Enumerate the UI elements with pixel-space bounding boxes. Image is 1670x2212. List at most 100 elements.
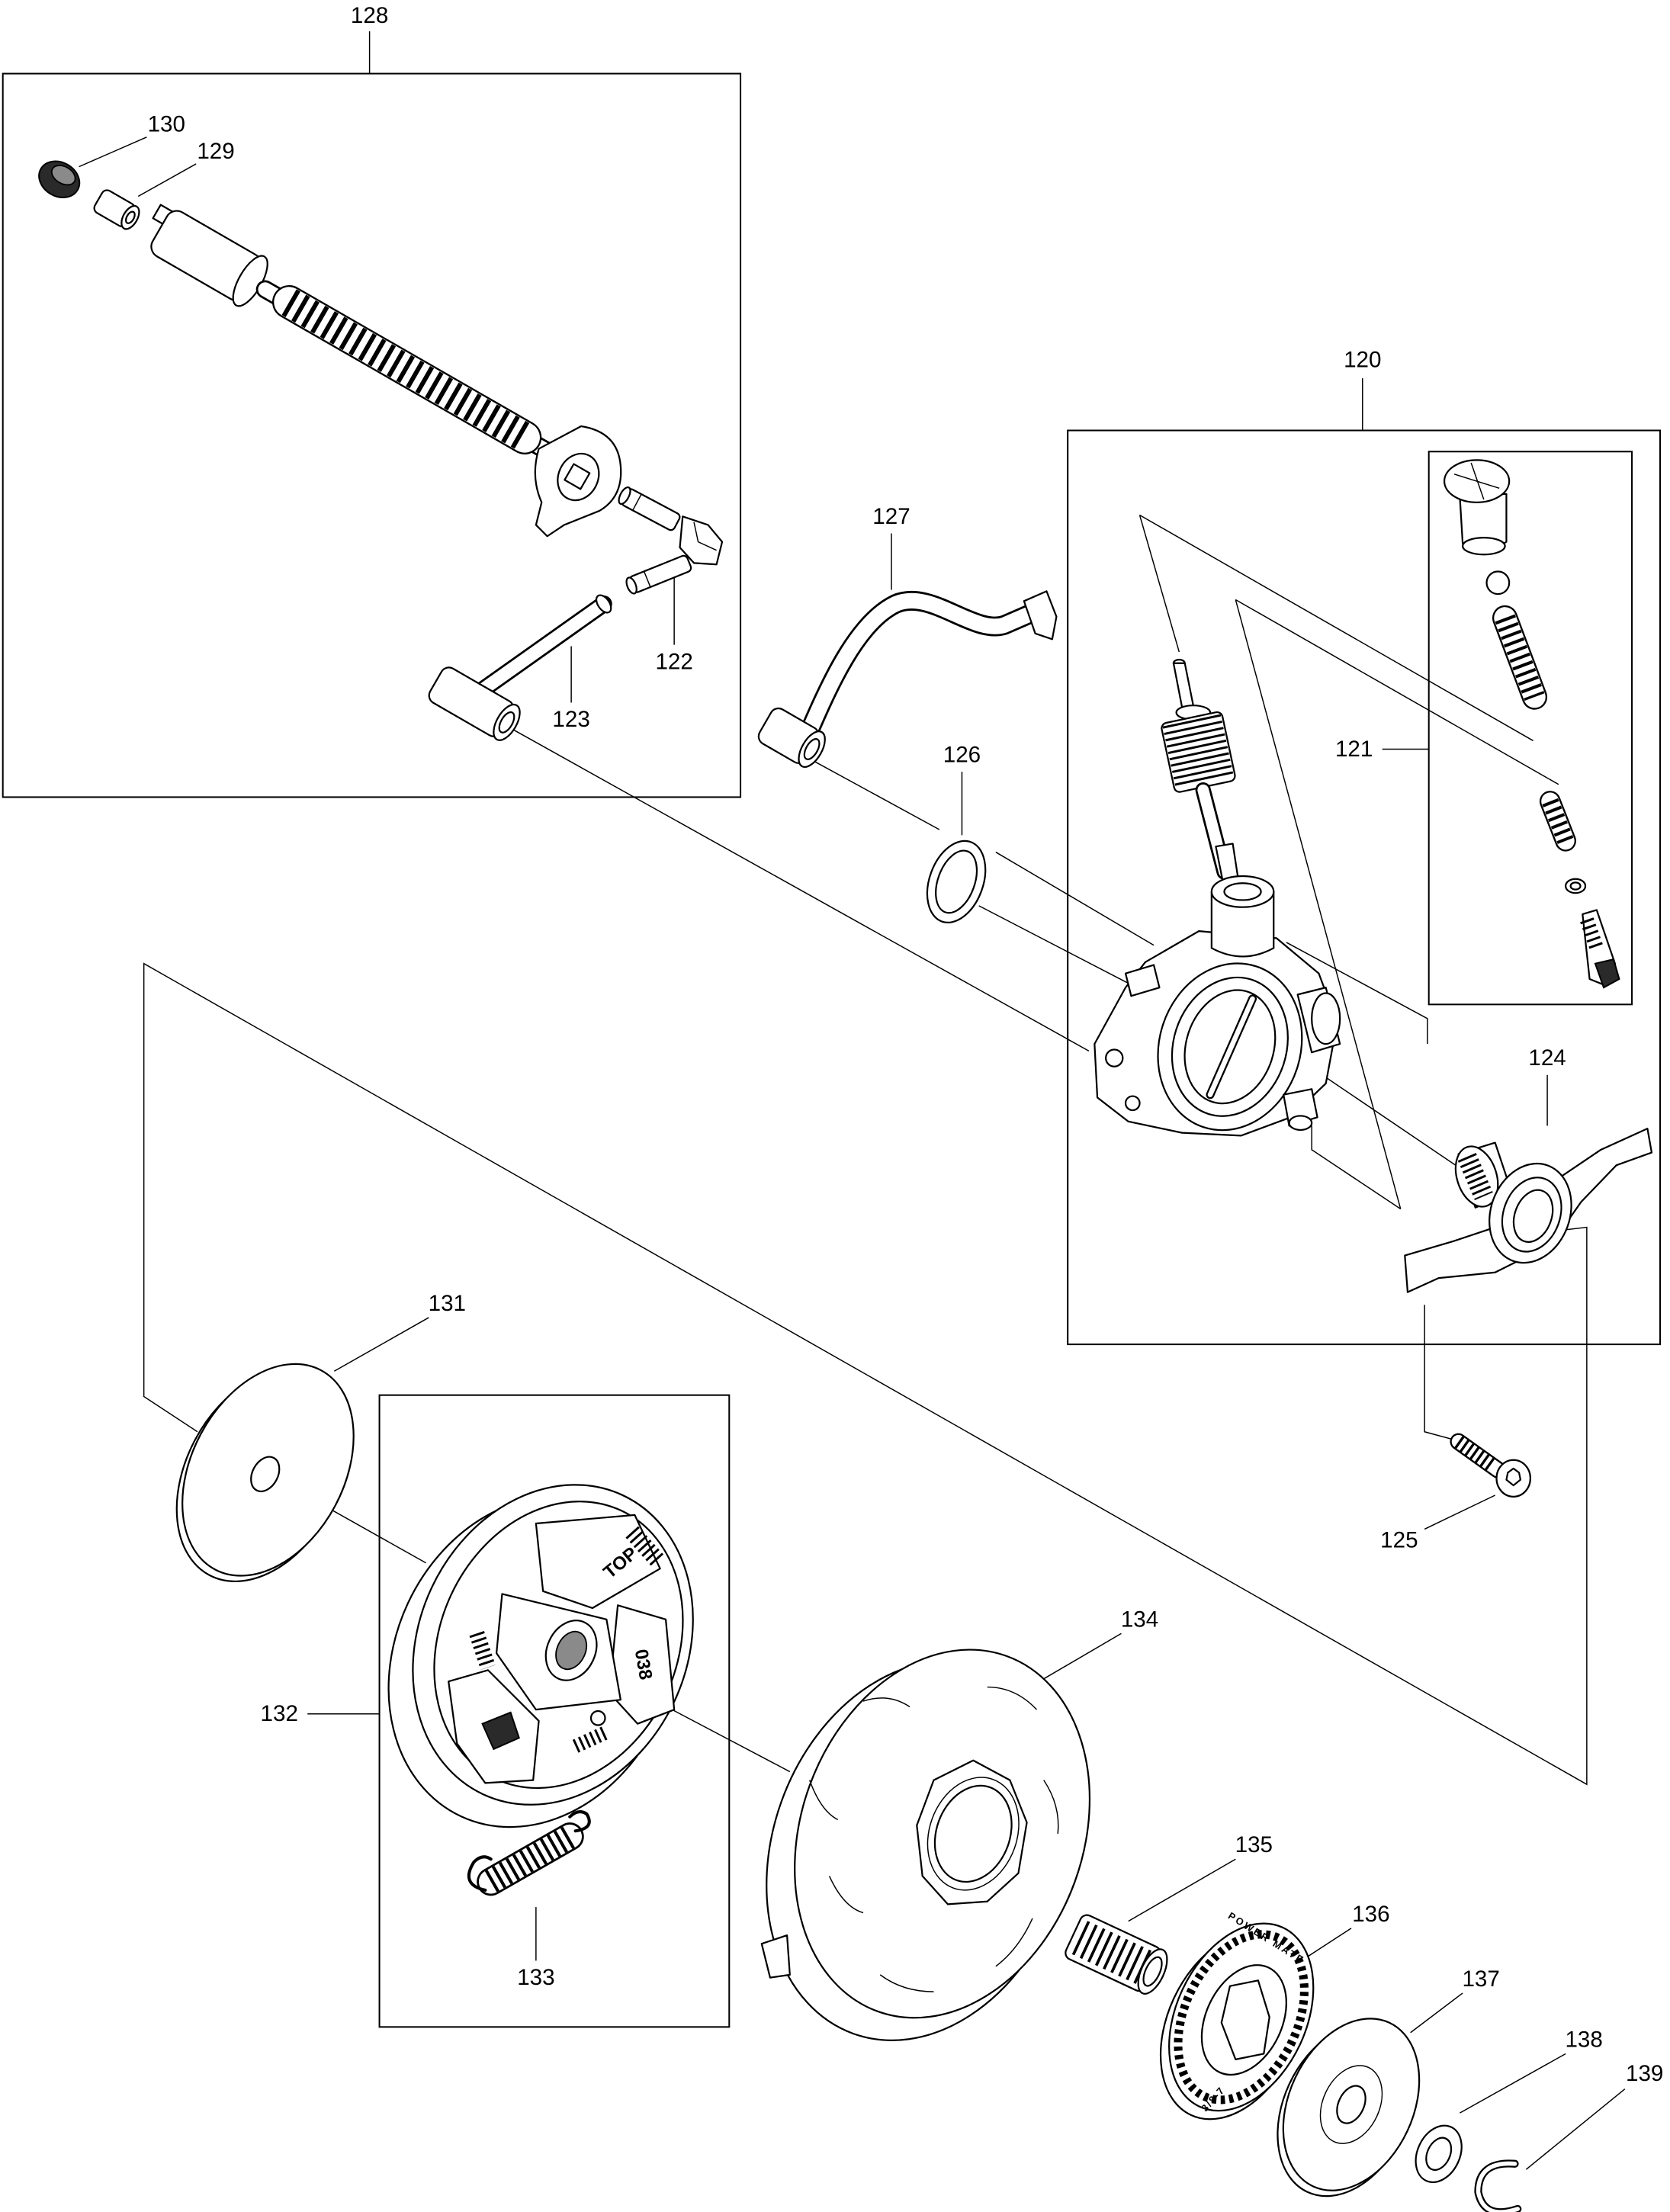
bore-slot — [1207, 996, 1255, 1097]
flange-square-hole — [564, 463, 591, 490]
callout-131: 131 — [429, 1291, 466, 1316]
leader-129 — [137, 163, 197, 197]
part-129-bushing — [93, 189, 140, 230]
callout-labels: 128 130 129 122 123 127 126 120 121 124 … — [148, 3, 1664, 2086]
rim-teeth — [1174, 1930, 1309, 2104]
connector-hole — [803, 738, 821, 760]
pipe-127-tab — [1023, 590, 1058, 640]
assembly-line — [143, 962, 1588, 1786]
pipe-end — [595, 594, 612, 614]
fitting-elbow — [679, 515, 724, 566]
group-box-121 — [1428, 451, 1633, 1006]
plunger-body — [150, 204, 268, 307]
screw-torx-recess — [1505, 1467, 1522, 1487]
clutch-spring-coils — [625, 1526, 664, 1566]
callout-135: 135 — [1235, 1832, 1273, 1857]
drum-swoosh — [995, 1918, 1033, 1967]
callout-123: 123 — [552, 707, 589, 732]
part-124-oil-deflector — [1404, 1127, 1653, 1293]
part-123-oil-pipe — [428, 594, 612, 741]
callout-137: 137 — [1462, 1966, 1499, 1992]
small-washer-hole — [1425, 2137, 1453, 2171]
side-boss-face — [1311, 992, 1341, 1045]
valve-hex — [1594, 958, 1620, 989]
drum-swoosh — [879, 1974, 934, 1992]
part-132-clutch: TOP 038 — [387, 1484, 694, 1828]
callout-124: 124 — [1528, 1045, 1566, 1071]
callout-121: 121 — [1335, 737, 1373, 762]
assembly-line — [1286, 942, 1428, 1045]
part-139-e-clip — [1474, 2159, 1522, 2212]
assembly-line — [507, 726, 1090, 1052]
drum-swoosh — [1043, 1780, 1059, 1834]
assembly-line — [1311, 1125, 1402, 1210]
assembly-line — [995, 851, 1155, 946]
shoe-mark-icon — [481, 1711, 520, 1751]
clutch-rivet — [589, 1710, 606, 1726]
drum-hub-ring — [927, 1777, 1020, 1891]
spring-coils — [1495, 614, 1545, 701]
group-box-132 — [378, 1394, 731, 2028]
bearing-needles — [1071, 1921, 1155, 1986]
drum-tab — [760, 1934, 791, 1979]
leader-138 — [1460, 2053, 1566, 2114]
part-134-clutch-drum — [760, 1649, 1091, 2041]
fitting-lower-nipple — [625, 554, 692, 595]
callout-125: 125 — [1380, 1528, 1418, 1553]
disc-hole — [250, 1456, 281, 1492]
small-spring-body — [1541, 792, 1575, 850]
assembly-line — [978, 905, 1129, 984]
housing-nozzle — [1283, 1088, 1318, 1127]
oil-pump-plunger — [150, 204, 622, 538]
gear-teeth — [1162, 714, 1235, 791]
part-122-fitting — [618, 486, 724, 595]
assembly-lines — [143, 514, 1588, 1786]
assembly-line — [1235, 599, 1559, 785]
fitting-ring — [632, 493, 642, 511]
bushing-bore — [125, 210, 136, 224]
check-ball — [1485, 570, 1511, 596]
callout-128: 128 — [351, 3, 388, 28]
mount-hole — [1105, 1048, 1124, 1067]
callout-132: 132 — [261, 1701, 298, 1726]
callout-134: 134 — [1121, 1607, 1158, 1632]
leader-137 — [1410, 1992, 1463, 2034]
cap-inner — [50, 165, 76, 186]
drum-swoosh — [828, 1876, 864, 1914]
fitting-elbow-edge — [693, 522, 717, 551]
bearing-bore — [1142, 1956, 1163, 1987]
clutch-hub-bore — [555, 1630, 588, 1671]
boss-threads — [1457, 1152, 1493, 1200]
o-ring-hole — [1569, 881, 1582, 891]
part-126-seal-ring — [926, 840, 987, 924]
nozzle-end — [1288, 1115, 1313, 1132]
callout-138: 138 — [1565, 2027, 1602, 2052]
callout-133: 133 — [517, 1965, 554, 1990]
fitting-upper-tube — [618, 486, 681, 531]
clutch-shoe-top — [535, 1514, 661, 1610]
callout-120: 120 — [1344, 348, 1381, 373]
valve-thread — [1580, 917, 1604, 951]
part-121-adjuster-kit — [1443, 459, 1620, 989]
spring-hook-right — [568, 1810, 591, 1833]
pipe-connector — [428, 666, 521, 741]
part-131-washer-disc — [175, 1363, 355, 1583]
clip-body — [1476, 2161, 1521, 2212]
mount-hole — [1124, 1095, 1141, 1112]
worm-gear-shaft — [1161, 658, 1240, 890]
drum-hub-bore — [933, 1784, 1013, 1883]
spring-coils — [281, 289, 532, 451]
top-boss-bore — [1223, 882, 1262, 901]
assembly-line — [1139, 514, 1534, 742]
pipe-127-body — [796, 592, 1045, 752]
clutch-spring-coils — [469, 1631, 496, 1670]
housing-top-boss — [1210, 891, 1275, 958]
nipple-ring — [643, 571, 651, 588]
assembly-line — [1424, 1305, 1462, 1443]
nipple-end — [625, 576, 637, 595]
part-127-oil-pipe — [757, 590, 1058, 768]
leader-131 — [334, 1317, 429, 1372]
adjuster-body-end — [1461, 536, 1506, 556]
connector-hole — [498, 711, 515, 734]
